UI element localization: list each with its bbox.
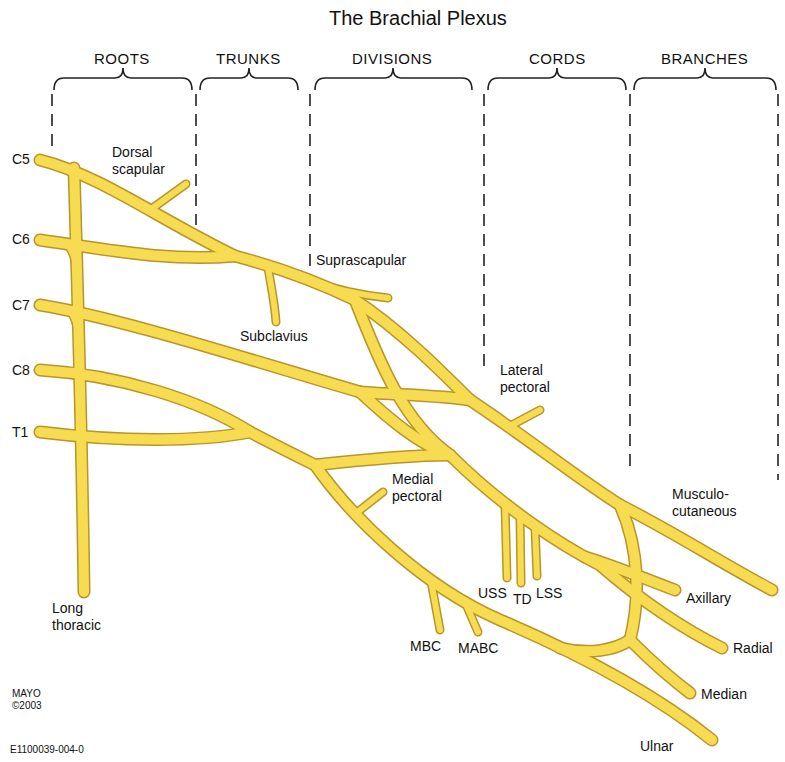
curly-brace: [200, 68, 298, 90]
diagram-title: The Brachial Plexus: [329, 6, 507, 30]
nerve-fill: [40, 160, 772, 740]
section-header: ROOTS: [94, 50, 150, 68]
dashed-divider: [51, 94, 53, 150]
section-header: CORDS: [529, 50, 586, 68]
curly-brace: [54, 68, 192, 90]
root-label: C5: [12, 151, 30, 168]
nerve-label: Long thoracic: [52, 600, 101, 634]
nerve-label: MBC: [410, 638, 441, 655]
nerve-fill: [66, 184, 540, 632]
nerve-label: Median: [701, 686, 747, 703]
nerve-label: TD: [513, 591, 532, 608]
dashed-divider: [629, 94, 631, 470]
copyright-note: MAYO ©2003: [12, 688, 42, 712]
section-header: TRUNKS: [216, 50, 281, 68]
dashed-divider: [777, 94, 779, 480]
section-brackets: [54, 68, 776, 90]
nerve-label: Suprascapular: [316, 252, 406, 269]
nerve-label: Musculo- cutaneous: [672, 486, 737, 520]
nerve-label: Medial pectoral: [392, 471, 442, 505]
nerve-label: Dorsal scapular: [112, 144, 165, 178]
dashed-divider: [483, 94, 485, 370]
dashed-divider: [195, 94, 197, 225]
nerve-label: Subclavius: [240, 328, 308, 345]
nerve-label: Radial: [733, 640, 773, 657]
nerve-label: USS: [478, 585, 507, 602]
nerve-label: LSS: [536, 585, 562, 602]
nerve-label: Lateral pectoral: [500, 362, 550, 396]
nerve-outline: [40, 160, 772, 740]
dashed-divider: [309, 94, 311, 268]
figure-code: E1100039-004-0: [10, 744, 84, 756]
curly-brace: [488, 68, 626, 90]
root-label: C8: [12, 362, 30, 379]
section-header: DIVISIONS: [352, 50, 432, 68]
root-label: T1: [12, 424, 28, 441]
root-label: C7: [12, 297, 30, 314]
section-header: BRANCHES: [661, 50, 748, 68]
curly-brace: [315, 68, 472, 90]
nerve-label: Axillary: [686, 590, 731, 607]
curly-brace: [634, 68, 776, 90]
root-label: C6: [12, 231, 30, 248]
nerve-label: Ulnar: [640, 738, 673, 755]
nerve-label: MABC: [458, 640, 498, 657]
